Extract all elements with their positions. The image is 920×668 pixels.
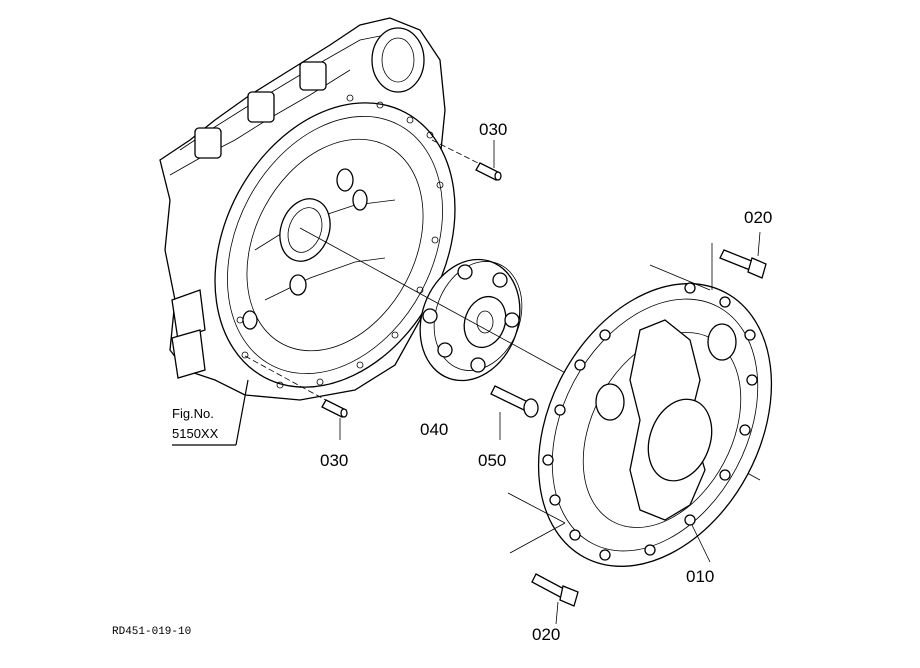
cover-plate (537, 282, 773, 567)
dowel-pin-lower (244, 355, 348, 440)
cap-screw (490, 385, 539, 440)
callout-pin-upper: 030 (479, 120, 507, 139)
callout-bolt-lower: 020 (532, 625, 560, 644)
flywheel-housing (159, 17, 456, 401)
figure-reference: Fig.No. 5150XX (172, 379, 249, 446)
drawing-code: RD451-019-10 (112, 626, 191, 638)
hex-bolt-upper (649, 231, 767, 291)
fig-ref-line2: 5150XX (172, 426, 219, 441)
callout-pin-lower: 030 (320, 451, 348, 470)
dowel-pin-upper (431, 139, 502, 181)
callout-bolt-upper: 020 (744, 208, 772, 227)
hex-bolt-lower (507, 492, 579, 625)
fig-ref-line1: Fig.No. (172, 406, 214, 421)
callout-coupling: 040 (420, 420, 448, 439)
callout-plate: 010 (686, 567, 714, 586)
callout-screw: 050 (478, 451, 506, 470)
